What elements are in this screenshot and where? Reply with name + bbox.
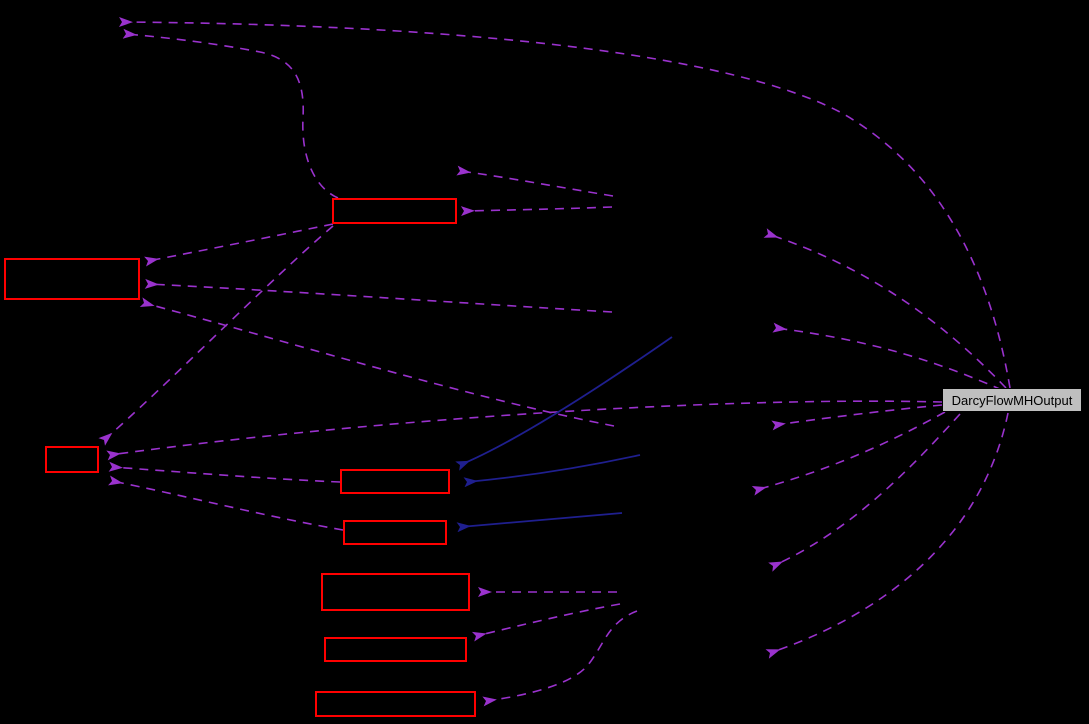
edge-usage — [482, 610, 638, 707]
edge-usage — [118, 16, 1011, 389]
class-box[interactable] — [332, 198, 457, 224]
edge-usage — [460, 206, 613, 217]
class-box[interactable] — [321, 573, 470, 611]
class-box[interactable] — [343, 520, 447, 545]
class-box[interactable] — [340, 469, 450, 494]
edge-usage — [771, 404, 943, 431]
edge-usage — [122, 28, 339, 199]
edge-inheritance — [455, 336, 673, 471]
edge-usage — [763, 228, 1007, 389]
edge-usage — [144, 223, 334, 267]
edge-usage — [106, 400, 943, 461]
class-box[interactable] — [4, 258, 140, 300]
edge-usage — [772, 322, 1003, 391]
main-node-darcyflowmhoutput[interactable]: DarcyFlowMHOutput — [942, 388, 1082, 412]
main-node-label: DarcyFlowMHOutput — [951, 392, 1073, 408]
edge-usage — [768, 413, 961, 572]
class-box[interactable] — [324, 637, 467, 662]
edge-usage — [471, 603, 621, 642]
edge-usage — [751, 411, 946, 496]
edge-usage — [108, 475, 344, 531]
edge-usage — [144, 278, 613, 313]
edge-usage — [139, 297, 615, 427]
edge-inheritance — [463, 454, 641, 488]
edge-usage — [765, 412, 1009, 659]
class-box[interactable] — [45, 446, 99, 473]
edge-usage — [98, 225, 334, 446]
edge-usage — [456, 165, 614, 197]
class-box[interactable] — [315, 691, 476, 717]
edge-usage — [108, 461, 341, 483]
edge-inheritance — [456, 512, 623, 533]
